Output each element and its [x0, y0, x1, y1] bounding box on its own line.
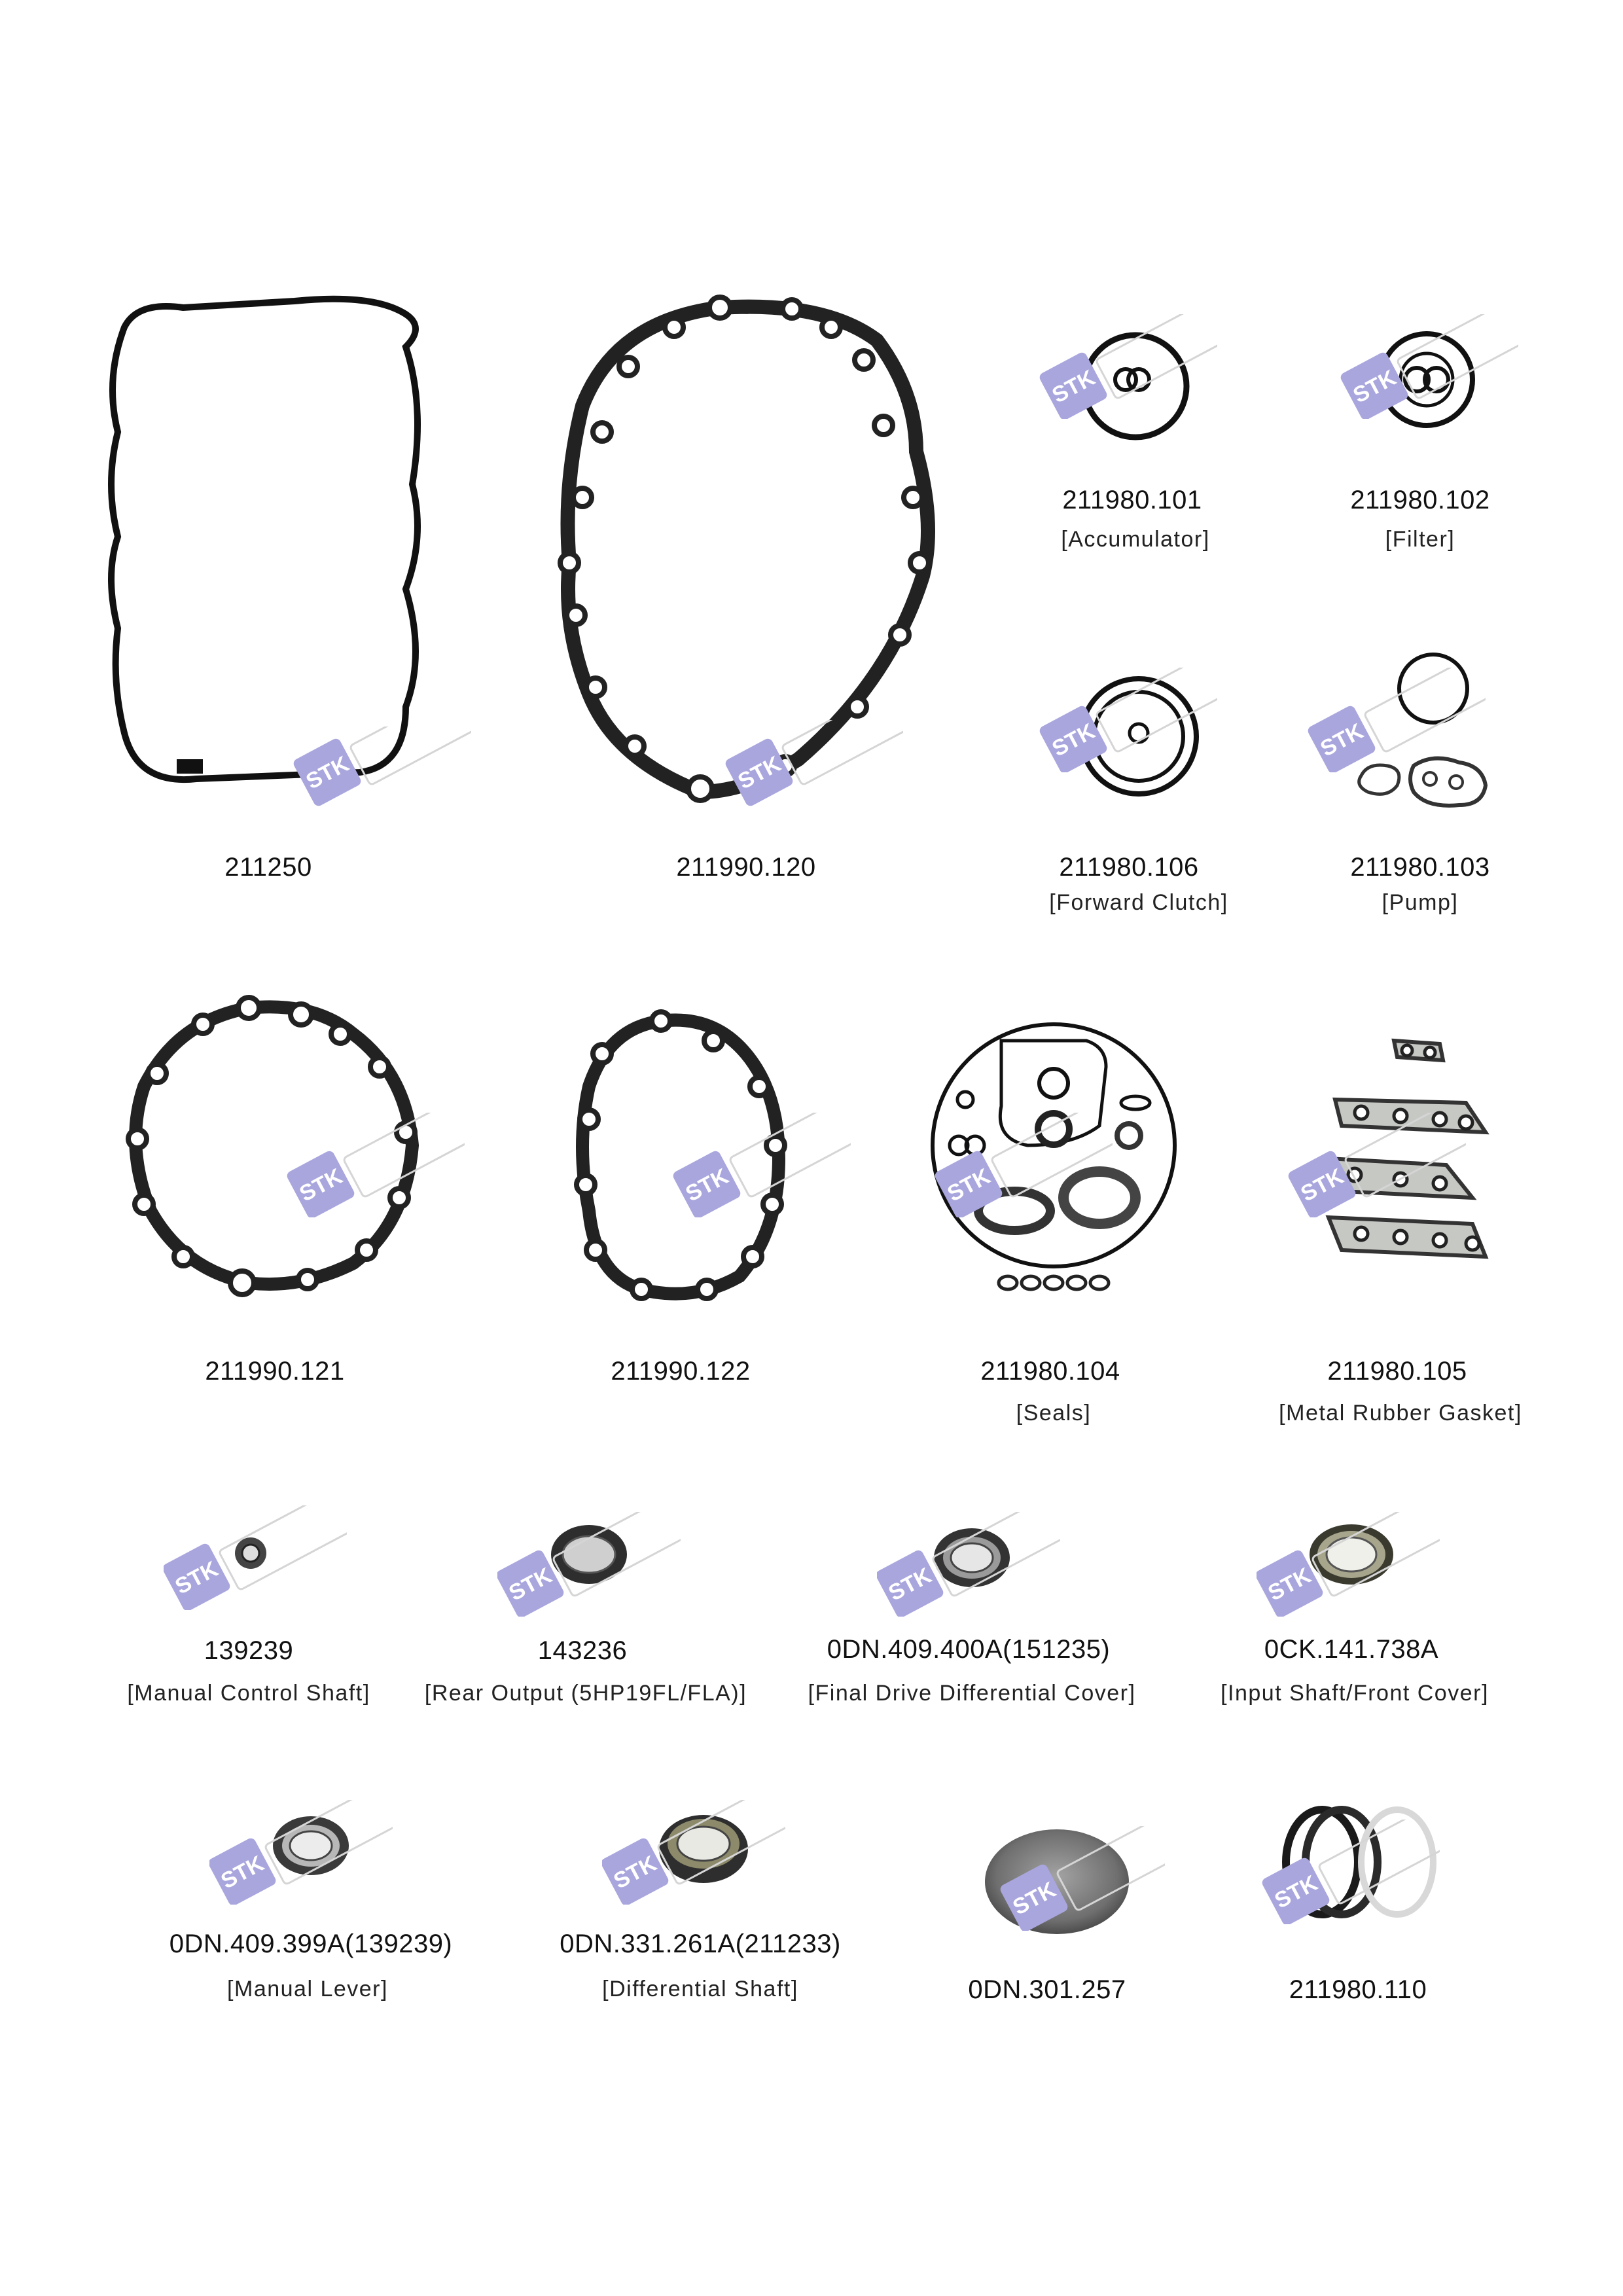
stk-logo-icon [1335, 288, 1552, 422]
product-code: 143236 [537, 1636, 628, 1665]
stk-logo-icon [668, 1086, 884, 1221]
stk-logo-icon [1034, 641, 1251, 776]
stk-logo-icon [206, 1774, 419, 1908]
product-label: [Input Shaft/Front Cover] [1221, 1681, 1489, 1706]
product-code: 211980.101 [1062, 486, 1202, 514]
product-code: 139239 [204, 1636, 294, 1665]
stk-logo-icon [1257, 1793, 1473, 1928]
product-label: [Differential Shaft] [602, 1977, 798, 2001]
stk-logo-icon [1253, 1486, 1467, 1620]
stk-logo-icon [599, 1774, 812, 1908]
product-label: [Seals] [1016, 1401, 1092, 1426]
product-code: 0DN.301.257 [968, 1975, 1126, 2004]
stk-logo-icon [1034, 288, 1251, 422]
product-code: 0DN.409.399A(139239) [169, 1929, 453, 1958]
stk-logo-icon [929, 1086, 1146, 1221]
product-label: [Final Drive Differential Cover] [808, 1681, 1136, 1706]
stk-logo-icon [720, 674, 936, 815]
stk-logo-icon [1302, 641, 1519, 776]
product-label: [Manual Lever] [227, 1977, 388, 2001]
product-code: 211980.105 [1327, 1357, 1467, 1386]
product-code: 211980.102 [1350, 486, 1490, 514]
product-label: [Pump] [1382, 890, 1459, 915]
seal-kit-image [929, 1014, 1178, 1309]
product-code: 211250 [224, 853, 312, 882]
product-code: 0DN.331.261A(211233) [560, 1929, 841, 1958]
product-label: [Manual Control Shaft] [127, 1681, 370, 1706]
gasket-image [118, 988, 432, 1302]
product-code: 211980.104 [980, 1357, 1120, 1386]
stk-logo-icon [494, 1486, 707, 1620]
product-code: 211980.110 [1289, 1975, 1427, 2004]
product-label: [Forward Clutch] [1049, 890, 1228, 915]
product-code: 211980.103 [1350, 853, 1490, 882]
stk-logo-icon [982, 1800, 1211, 1934]
stk-logo-icon [160, 1479, 374, 1613]
gasket-image [98, 288, 438, 798]
oil-seal-image [929, 1522, 1014, 1594]
product-code: 0DN.409.400A(151235) [827, 1635, 1111, 1664]
product-label: [Filter] [1385, 527, 1455, 552]
product-code: 211990.122 [611, 1357, 751, 1386]
product-code: 0CK.141.738A [1264, 1635, 1439, 1664]
stk-logo-icon [288, 674, 505, 821]
shaft-seal-image [232, 1535, 272, 1574]
product-code: 211980.106 [1059, 853, 1199, 882]
product-label: [Accumulator] [1061, 527, 1210, 552]
stk-logo-icon [874, 1486, 1087, 1620]
product-code: 211990.121 [205, 1357, 345, 1386]
seal-image [1342, 648, 1512, 818]
product-label: [Metal Rubber Gasket] [1279, 1401, 1522, 1426]
product-code: 211990.120 [676, 853, 816, 882]
product-label: [Rear Output (5HP19FL/FLA)] [424, 1681, 747, 1706]
stk-logo-icon [281, 1086, 498, 1221]
stk-logo-icon [1283, 1086, 1499, 1221]
gasket-image [563, 1001, 798, 1302]
